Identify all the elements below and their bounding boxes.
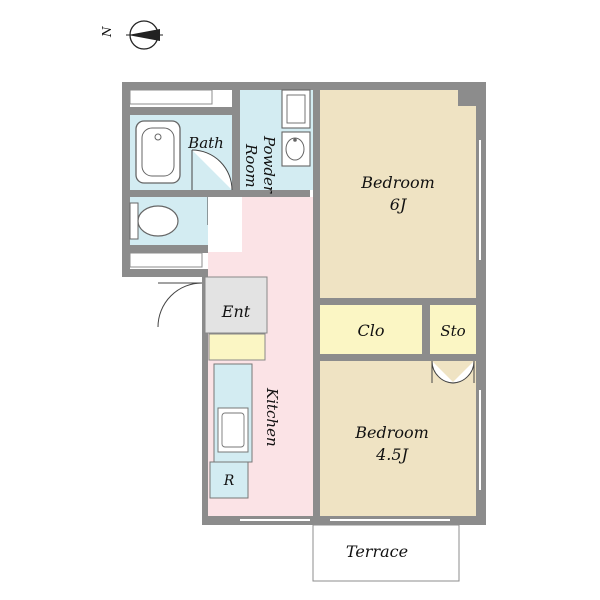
bath-label: Bath [187,134,224,152]
toilet-room [129,196,237,245]
compass-north-label: N [100,26,114,38]
refrigerator-label: R [223,473,235,489]
powder-label: Powder [260,135,278,194]
terrace: Terrace [312,524,460,582]
storage-label: Sto [440,322,465,340]
entrance: Ent [157,276,268,361]
bath-room: Bath [130,115,233,191]
refrigerator [209,461,249,499]
north-compass-icon: N [100,20,163,50]
powder-room: Powder Room [240,89,313,194]
windows [240,140,481,521]
bathtub-icon [135,120,181,184]
kitchen-sink-icon [217,407,249,453]
closet: Clo [320,305,422,354]
kitchen-counter: R Kitchen [209,363,281,499]
shoe-cabinet [208,333,266,361]
bedroom-6j-size: 6J [390,195,408,214]
closet-label: Clo [358,321,385,340]
bedroom-45j-size: 4.5J [375,445,409,464]
terrace-label: Terrace [346,542,408,561]
bedroom-45j-label: Bedroom [354,423,429,442]
bedroom-45j: Bedroom 4.5J [320,360,476,516]
entrance-label: Ent [221,302,251,321]
bedroom-6j: Bedroom 6J [320,90,476,298]
storage: Sto [430,305,476,354]
kitchen-label: Kitchen [263,387,281,447]
bedroom-6j-label: Bedroom [360,173,435,192]
room-label: Room [242,143,260,188]
toilet-icon [137,205,179,237]
